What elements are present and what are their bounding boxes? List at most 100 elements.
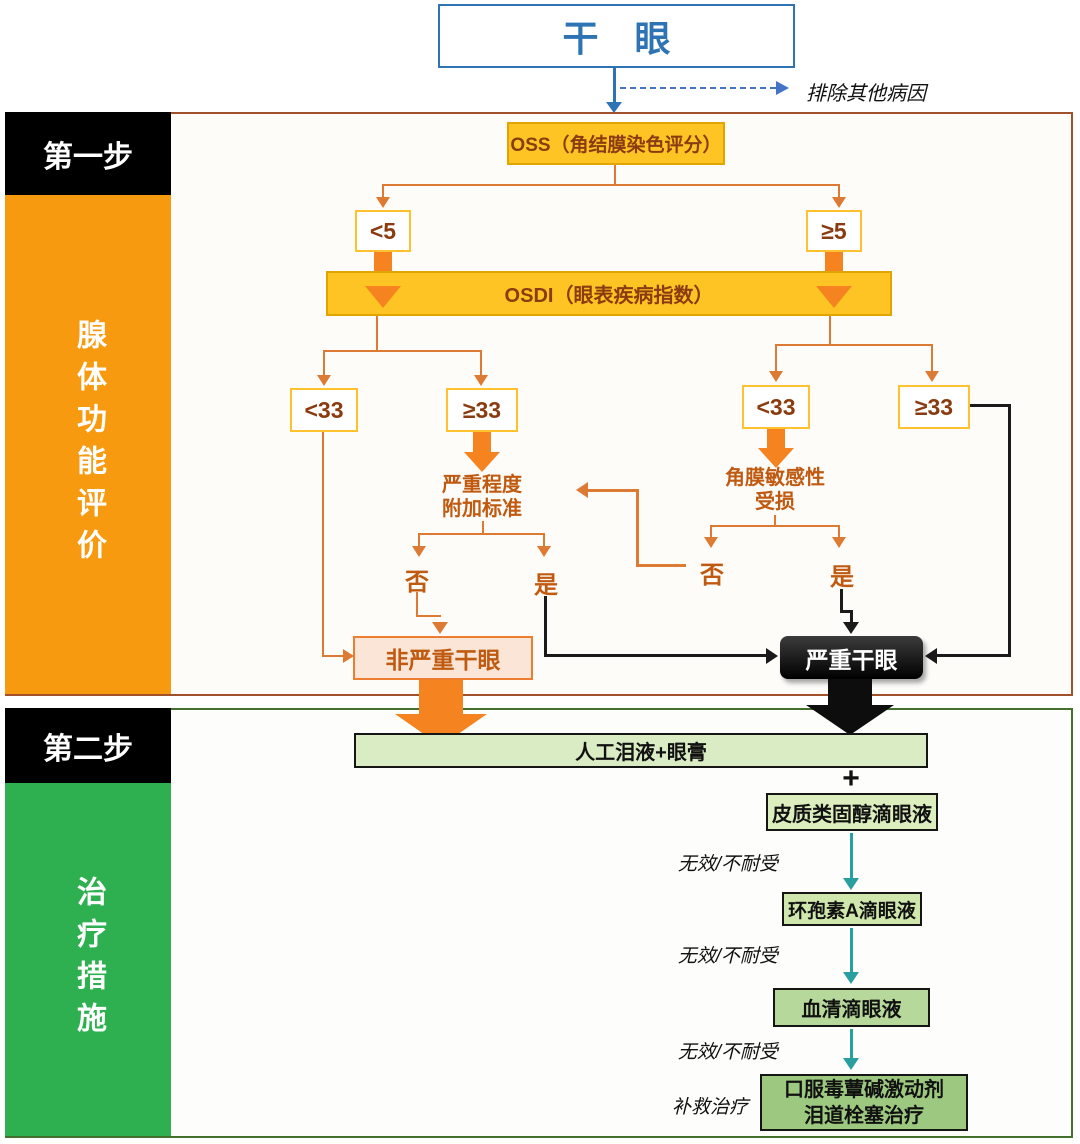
block-arrowhead-down-icon <box>816 286 852 308</box>
arrowhead-right-icon <box>766 648 778 664</box>
ineffective-label-2: 无效/不耐受 <box>677 946 778 967</box>
plus-sign: + <box>842 762 860 795</box>
corneal-line2: 受损 <box>755 491 795 513</box>
flow-line <box>323 350 325 376</box>
flow-line <box>850 610 853 622</box>
osdi-label: OSDI（眼表疾病指数） <box>504 285 714 307</box>
big-orange-arrow-stem <box>419 680 463 714</box>
arrowhead-down-icon <box>843 972 859 984</box>
flow-line <box>840 589 843 612</box>
arrowhead-down-icon <box>537 546 551 557</box>
block-arrowhead-down-icon <box>464 452 500 472</box>
serum-label: 血清滴眼液 <box>801 999 902 1021</box>
step1-side-label: 腺体功能评价 <box>72 318 105 571</box>
arrowhead-down-icon <box>832 197 846 208</box>
step2-side-label-bar: 治疗措施 <box>5 783 171 1136</box>
osdi-bar: OSDI（眼表疾病指数） <box>326 271 892 316</box>
step1-side-label-bar: 腺体功能评价 <box>5 195 171 694</box>
flow-line <box>850 833 853 878</box>
oss-lt5-label: <5 <box>369 217 397 244</box>
feedback-line <box>636 564 686 567</box>
block-arrowhead-down-icon <box>758 448 794 468</box>
severe-label: 严重干眼 <box>805 646 898 673</box>
yes-label-left: 是 <box>534 572 558 599</box>
corneal-text: 角膜敏感性 受损 <box>695 466 855 514</box>
corneal-line1: 角膜敏感性 <box>725 467 825 489</box>
dry-eye-title-box: 干 眼 <box>438 4 795 68</box>
no-label-left: 否 <box>405 569 429 596</box>
arrowhead-left-icon <box>576 482 588 498</box>
arrowhead-down-icon <box>925 371 939 382</box>
salvage-label: 补救治疗 <box>671 1097 748 1118</box>
osdi-ge33-right-label: ≥33 <box>914 393 954 420</box>
flow-line <box>850 1029 853 1059</box>
arrowhead-down-icon <box>843 878 859 890</box>
flow-line <box>614 165 616 185</box>
severe-box: 严重干眼 <box>780 636 923 679</box>
flow-line <box>970 404 1010 407</box>
arrowhead-down-icon <box>843 1058 859 1070</box>
cyclosporine-label: 环孢素A滴眼液 <box>788 900 916 922</box>
oss-lt5-box: <5 <box>355 210 411 252</box>
feedback-line <box>636 489 639 566</box>
exclusion-note: 排除其他病因 <box>806 83 926 105</box>
step1-panel <box>5 112 1073 696</box>
flow-line <box>544 654 767 657</box>
block-arrow-stem <box>767 429 785 448</box>
corticosteroid-box: 皮质类固醇滴眼液 <box>766 793 938 831</box>
flow-line <box>416 592 418 617</box>
arrowhead-down-icon <box>432 622 448 634</box>
arrowhead-left-icon <box>925 648 937 664</box>
no-label-right: 否 <box>700 562 724 589</box>
flow-line <box>710 525 840 527</box>
cyclosporine-box: 环孢素A滴眼液 <box>782 892 922 926</box>
arrowhead-down-icon <box>317 375 331 386</box>
flow-line <box>931 344 933 372</box>
arrowhead-down-icon <box>843 622 859 634</box>
oss-box: OSS（角结膜染色评分） <box>507 122 725 165</box>
final-treatment-box: 口服毒蕈碱激动剂 泪道栓塞治疗 <box>760 1074 968 1131</box>
exclusion-dashed-line <box>620 87 776 89</box>
flow-line <box>418 533 420 547</box>
step2-side-label: 治疗措施 <box>72 875 105 1044</box>
flow-line <box>382 184 840 186</box>
severity-criteria-line1: 严重程度 <box>442 474 522 496</box>
artificial-tears-bar: 人工泪液+眼膏 <box>354 733 928 768</box>
severity-criteria-text: 严重程度 附加标准 <box>402 473 562 521</box>
block-arrowhead-down-icon <box>365 286 401 308</box>
flow-line <box>418 533 545 535</box>
arrowhead-down-icon <box>376 197 390 208</box>
yes-label-right: 是 <box>830 564 854 591</box>
final-treatment-line1: 口服毒蕈碱激动剂 <box>784 1078 944 1101</box>
osdi-ge33-right-box: ≥33 <box>898 385 970 429</box>
osdi-lt33-left-box: <33 <box>290 388 358 432</box>
flow-line <box>323 350 482 352</box>
big-black-arrowhead-down-icon <box>806 705 894 735</box>
block-arrow-stem <box>473 432 491 452</box>
non-severe-box: 非严重干眼 <box>353 636 533 680</box>
oss-label: OSS（角结膜染色评分） <box>510 135 722 156</box>
flow-line <box>850 928 853 972</box>
step1-label: 第一步 <box>43 140 133 174</box>
flow-line <box>480 350 482 376</box>
flow-line <box>322 655 344 657</box>
severity-criteria-line2: 附加标准 <box>442 498 522 520</box>
oss-ge5-label: ≥5 <box>821 217 847 244</box>
arrowhead-down-icon <box>474 375 488 386</box>
flow-line <box>382 184 384 198</box>
serum-box: 血清滴眼液 <box>773 988 930 1027</box>
big-black-arrow-stem <box>828 679 872 705</box>
arrowhead-down-icon <box>832 537 846 548</box>
osdi-ge33-left-box: ≥33 <box>446 388 518 432</box>
non-severe-label: 非严重干眼 <box>385 647 501 673</box>
osdi-lt33-left-label: <33 <box>304 396 344 423</box>
artificial-tears-label: 人工泪液+眼膏 <box>575 742 707 764</box>
flow-line <box>322 432 324 657</box>
flow-line <box>936 654 1010 657</box>
flow-line <box>543 533 545 547</box>
ineffective-label-3: 无效/不耐受 <box>677 1042 778 1063</box>
flow-line <box>710 525 712 538</box>
feedback-line <box>588 489 638 492</box>
osdi-lt33-right-box: <33 <box>742 385 810 429</box>
